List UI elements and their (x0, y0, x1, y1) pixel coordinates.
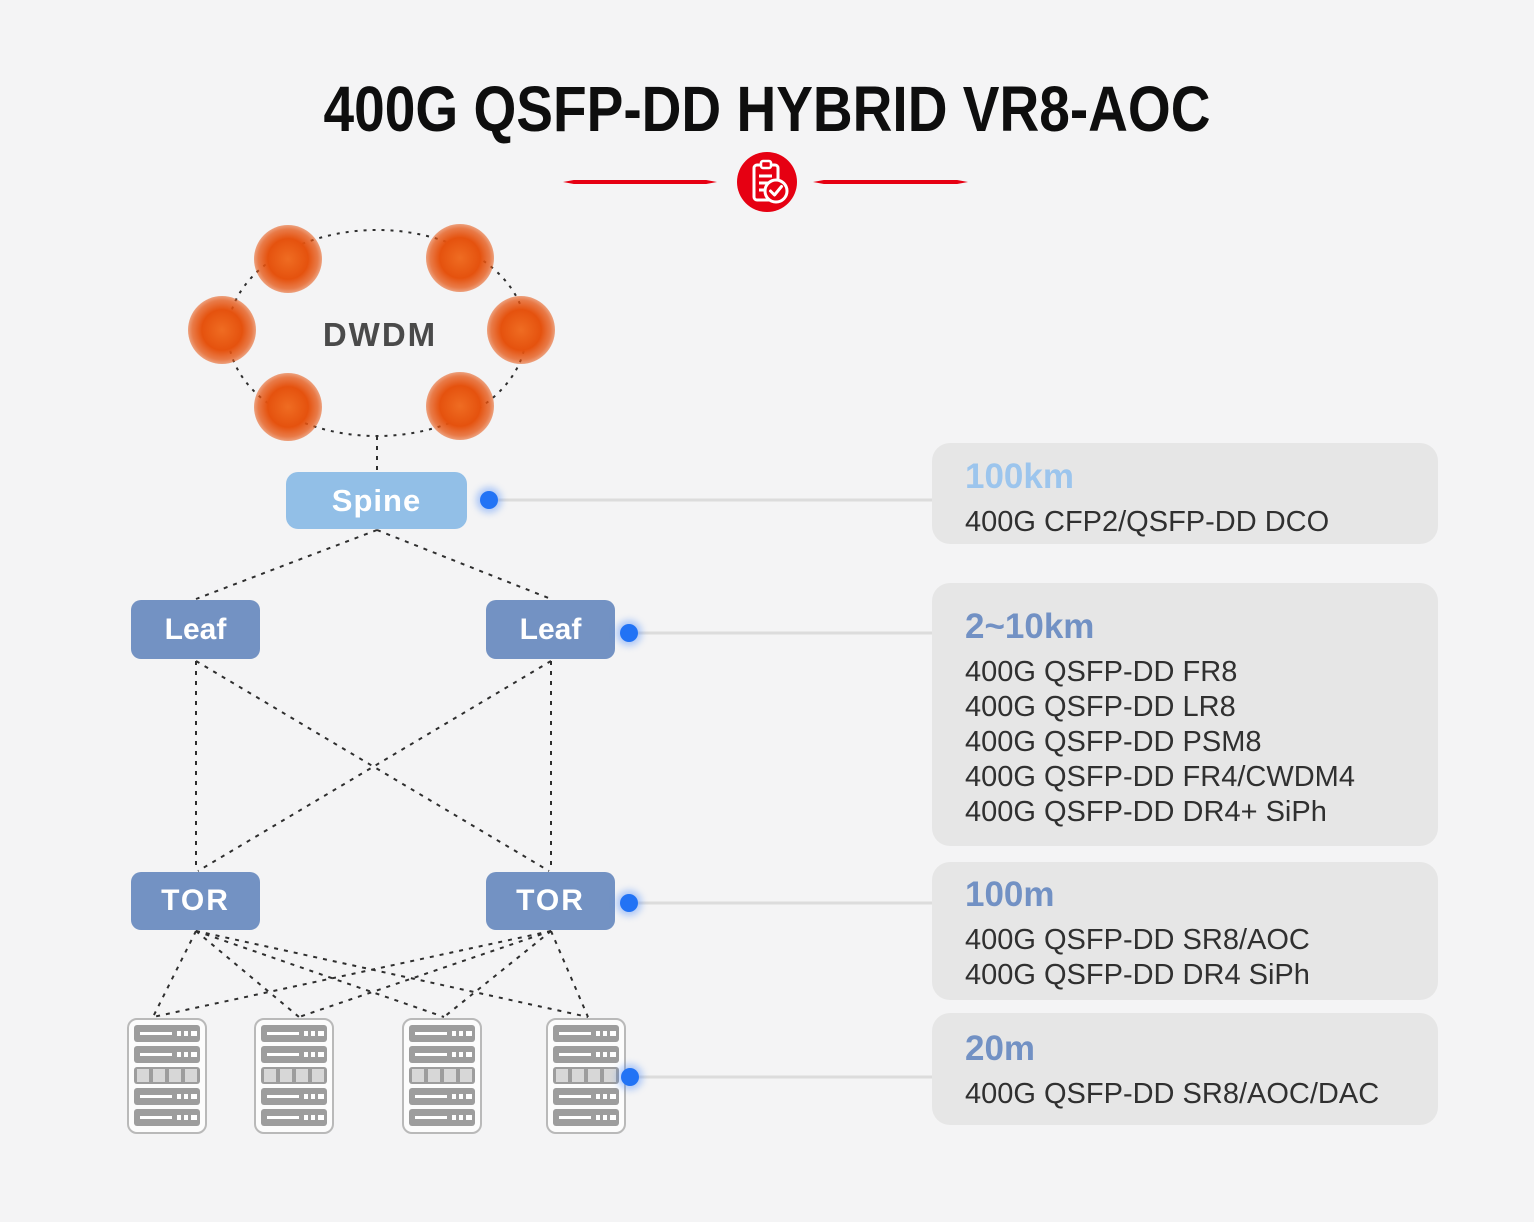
tor-node-right: TOR (486, 872, 615, 930)
product-line: 400G QSFP-DD DR4+ SiPh (965, 796, 1327, 828)
info-box-20m: 20m 400G QSFP-DD SR8/AOC/DAC (932, 1013, 1438, 1125)
link-leafL-torR (195, 660, 550, 872)
dwdm-ring-node (426, 372, 494, 440)
info-box-100km: 100km 400G CFP2/QSFP-DD DCO (932, 443, 1438, 544)
product-line: 400G QSFP-DD LR8 (965, 691, 1236, 723)
connector-dot-tor (620, 894, 638, 912)
leaf-node-right: Leaf (486, 600, 615, 659)
link-leafR-torL (197, 660, 552, 872)
divider-line-right (813, 180, 968, 184)
dwdm-ring-node (487, 296, 555, 364)
page-title: 400G QSFP-DD HYBRID VR8-AOC (323, 73, 1211, 145)
server-icon (254, 1018, 334, 1134)
info-box-2-10km: 2~10km 400G QSFP-DD FR8 400G QSFP-DD LR8… (932, 583, 1438, 846)
link-spine-leaf-right (376, 529, 552, 600)
server-icon (127, 1018, 207, 1134)
dwdm-ring-node (188, 296, 256, 364)
divider-line-left (563, 180, 717, 184)
dwdm-label: DWDM (322, 316, 438, 353)
product-line: 400G QSFP-DD PSM8 (965, 726, 1262, 758)
clipboard-check-icon (737, 152, 797, 212)
distance-label: 20m (965, 1029, 1036, 1068)
product-line: 400G QSFP-DD FR4/CWDM4 (965, 761, 1355, 793)
dwdm-ring-node (254, 373, 322, 441)
product-line: 400G QSFP-DD DR4 SiPh (965, 959, 1310, 991)
dwdm-ring-node (254, 225, 322, 293)
product-line: 400G CFP2/QSFP-DD DCO (965, 506, 1330, 538)
server-icon (402, 1018, 482, 1134)
link-spine-leaf-left (195, 529, 378, 600)
product-line: 400G QSFP-DD FR8 (965, 656, 1238, 688)
leaf-node-left: Leaf (131, 600, 260, 659)
server-icon (546, 1018, 626, 1134)
product-line: 400G QSFP-DD SR8/AOC/DAC (965, 1078, 1380, 1110)
spine-node: Spine (286, 472, 467, 529)
connector-dot-leaf (620, 624, 638, 642)
connector-dot-server (621, 1068, 639, 1086)
distance-label: 2~10km (965, 607, 1095, 646)
connector-dot-spine (480, 491, 498, 509)
title-divider (0, 150, 1534, 220)
info-box-100m: 100m 400G QSFP-DD SR8/AOC 400G QSFP-DD D… (932, 862, 1438, 1000)
distance-label: 100m (965, 875, 1055, 914)
tor-node-left: TOR (131, 872, 260, 930)
dwdm-ring-node (426, 224, 494, 292)
distance-label: 100km (965, 457, 1074, 496)
product-line: 400G QSFP-DD SR8/AOC (965, 924, 1310, 956)
callout-connectors (498, 498, 935, 1079)
dashed-links (152, 229, 589, 1018)
